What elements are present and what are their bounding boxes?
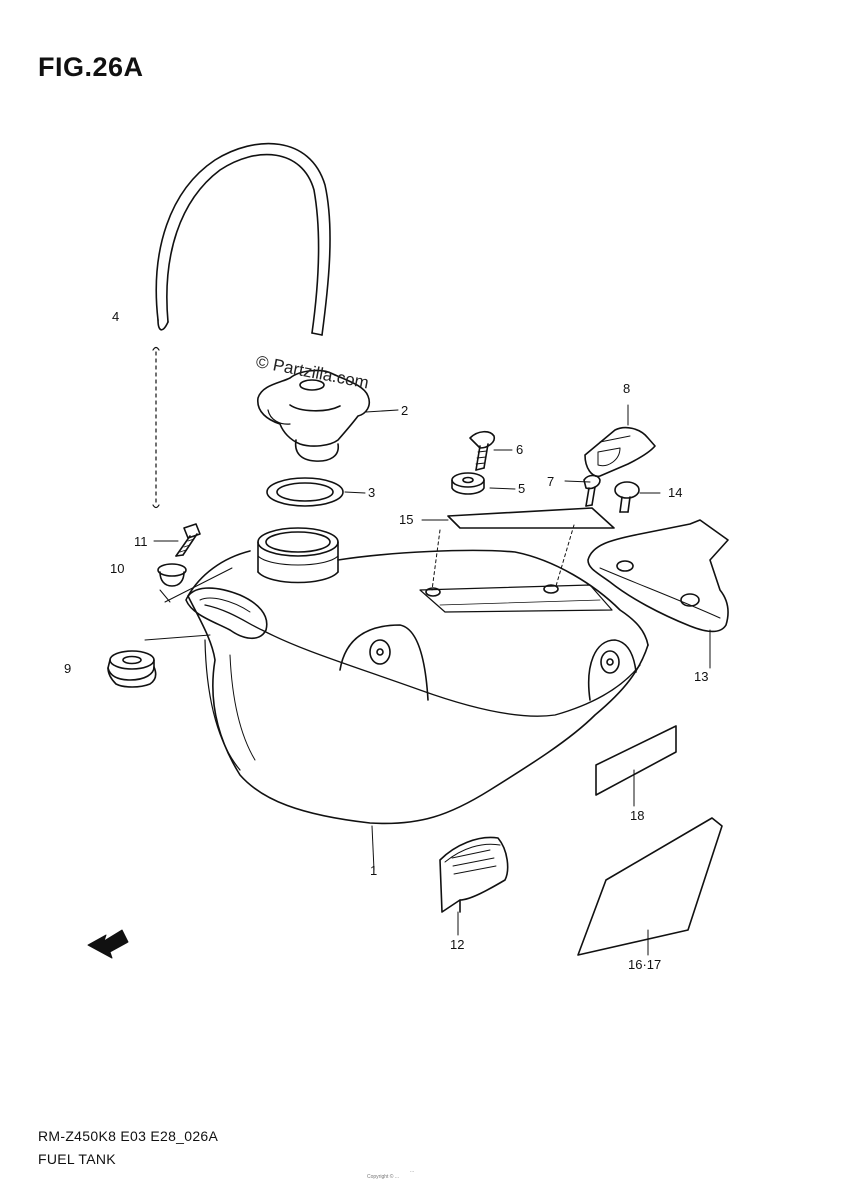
clip-part-14[interactable]	[614, 481, 640, 513]
model-code: RM-Z450K8 E03 E28_026A	[38, 1128, 219, 1144]
bracket-part-13[interactable]	[587, 519, 729, 633]
fine-print-copyright: Copyright © ...	[367, 1174, 400, 1180]
callout-6[interactable]: 6	[516, 442, 524, 457]
callout-9[interactable]: 9	[64, 661, 72, 676]
collar-part-10[interactable]	[157, 563, 233, 603]
breather-hose-part-4[interactable]	[152, 142, 331, 509]
callout-13[interactable]: 13	[694, 669, 709, 684]
callout-7[interactable]: 7	[547, 474, 555, 489]
callout-2[interactable]: 2	[401, 403, 409, 418]
callout-8[interactable]: 8	[623, 381, 631, 396]
callout-4[interactable]: 4	[112, 309, 120, 324]
grommet-part-9[interactable]	[107, 634, 211, 688]
callout-18[interactable]: 18	[630, 808, 645, 823]
callout-3[interactable]: 3	[368, 485, 376, 500]
fine-print-top: ...	[410, 1168, 415, 1174]
callout-11[interactable]: 11	[134, 534, 148, 549]
cushion-strip-part-15[interactable]	[431, 507, 615, 591]
bolt-part-6[interactable]	[469, 430, 496, 471]
strap-part-8[interactable]	[584, 426, 656, 478]
assembly-name: FUEL TANK	[38, 1151, 116, 1167]
callout-5[interactable]: 5	[518, 481, 526, 496]
cover-part-12[interactable]	[439, 836, 509, 913]
forward-arrow-icon	[87, 929, 129, 959]
callout-16-17[interactable]: 16·17	[628, 957, 662, 972]
gasket-part-3[interactable]	[266, 477, 344, 507]
decal-part-16-17[interactable]	[577, 817, 723, 956]
callout-15[interactable]: 15	[399, 512, 414, 527]
screw-part-7[interactable]	[583, 474, 601, 507]
callout-1[interactable]: 1	[370, 863, 378, 878]
figure-title: FIG.26A	[38, 52, 144, 82]
fuel-cap-part-2[interactable]	[257, 369, 371, 462]
bolt-part-11[interactable]	[175, 523, 201, 557]
leader-lines	[153, 404, 711, 956]
collar-part-5[interactable]	[451, 472, 485, 495]
callout-10[interactable]: 10	[110, 561, 125, 576]
callout-12[interactable]: 12	[450, 937, 465, 952]
callout-14[interactable]: 14	[668, 485, 683, 500]
fuel-tank-part-1[interactable]	[185, 527, 649, 825]
label-part-18[interactable]	[595, 725, 677, 796]
